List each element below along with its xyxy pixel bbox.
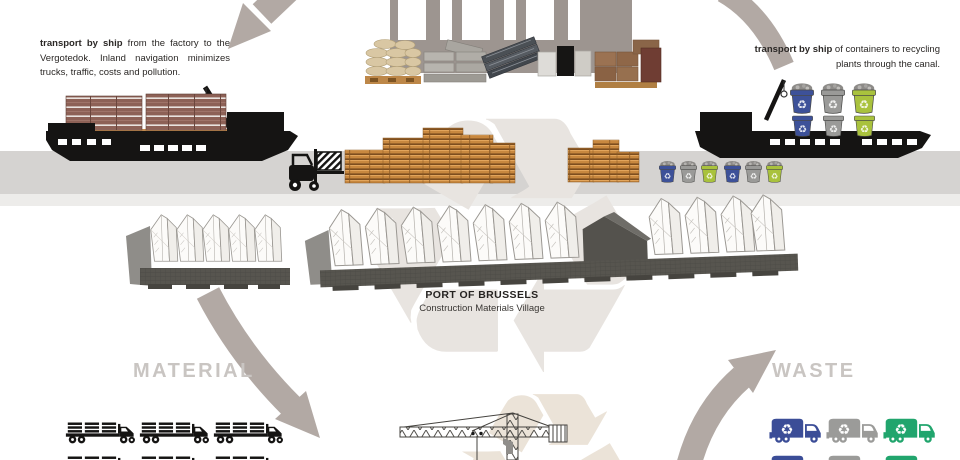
port-subtitle: Construction Materials Village <box>419 303 545 314</box>
waste-bin-icon <box>744 160 763 183</box>
flatbed-truck-icon <box>139 422 209 444</box>
ship-waste-bins <box>789 82 877 137</box>
material-photos-row <box>365 36 662 88</box>
pallet-stack-small <box>567 139 640 183</box>
warehouse-group-left <box>126 214 290 289</box>
garbage-truck-icon <box>826 455 878 460</box>
waste-bin-icon <box>820 82 846 114</box>
waste-label: WASTE <box>772 360 856 382</box>
waste-bin-icon <box>679 160 698 183</box>
note-left-bold: transport by ship <box>40 38 123 49</box>
arrow-material-to-site <box>196 287 320 438</box>
note-transport-to-recycling: transport by ship of containers to recyc… <box>750 43 940 72</box>
flow-arrows <box>196 0 794 460</box>
waste-bin-icon <box>822 115 845 137</box>
cargo-ship-right-icon <box>695 79 931 158</box>
garbage-truck-icon <box>883 418 935 443</box>
garbage-truck-icon <box>826 418 878 443</box>
material-truck-fleet <box>65 422 283 460</box>
port-label: PORT OF BRUSSELS Construction Materials … <box>390 289 574 314</box>
garbage-truck-fleet <box>769 418 935 460</box>
warehouse-group-right <box>304 193 799 291</box>
forklift-icon <box>289 149 344 191</box>
garbage-truck-icon <box>769 455 821 460</box>
arrow-ship-to-recycling <box>717 0 794 71</box>
garbage-truck-icon <box>769 418 821 443</box>
recycling-watermark-lower-icon: ♻ <box>442 344 648 460</box>
waste-bin-icon <box>853 115 876 137</box>
cardboard-boxes <box>594 39 662 88</box>
flatbed-truck-icon <box>65 456 135 460</box>
waste-bin-icon <box>789 82 815 114</box>
note-right-rest: of containers to recycling plants throug… <box>832 44 940 70</box>
appliances-crates <box>537 46 592 77</box>
material-label: MATERIAL <box>133 360 255 382</box>
tower-crane-icon <box>399 412 568 460</box>
waste-bin-icon <box>723 160 742 183</box>
flatbed-truck-icon <box>213 422 283 444</box>
arrow-factory-to-ship <box>228 0 297 49</box>
cement-bag-pallet <box>365 39 422 84</box>
flatbed-truck-icon <box>213 456 283 460</box>
pallet-stack-large <box>344 127 516 184</box>
port-title: PORT OF BRUSSELS <box>425 289 539 301</box>
note-transport-to-port: transport by ship from the factory to th… <box>40 37 230 81</box>
waste-bin-icon <box>791 115 814 137</box>
waste-bin-icon <box>658 160 677 183</box>
cargo-ship-left-icon <box>46 85 298 161</box>
concrete-elements <box>423 39 487 83</box>
steel-bundle <box>481 36 543 79</box>
garbage-truck-icon <box>883 455 935 460</box>
flatbed-truck-icon <box>65 422 135 444</box>
waste-bin-icon <box>851 82 877 114</box>
arrow-waste-to-ship <box>677 350 776 460</box>
waste-bin-icon <box>700 160 719 183</box>
flatbed-truck-icon <box>139 456 209 460</box>
note-left-rest: from the factory to the Vergotedok. Inla… <box>40 38 231 79</box>
waste-bin-icon <box>765 160 784 183</box>
note-right-bold: transport by ship <box>754 44 833 55</box>
